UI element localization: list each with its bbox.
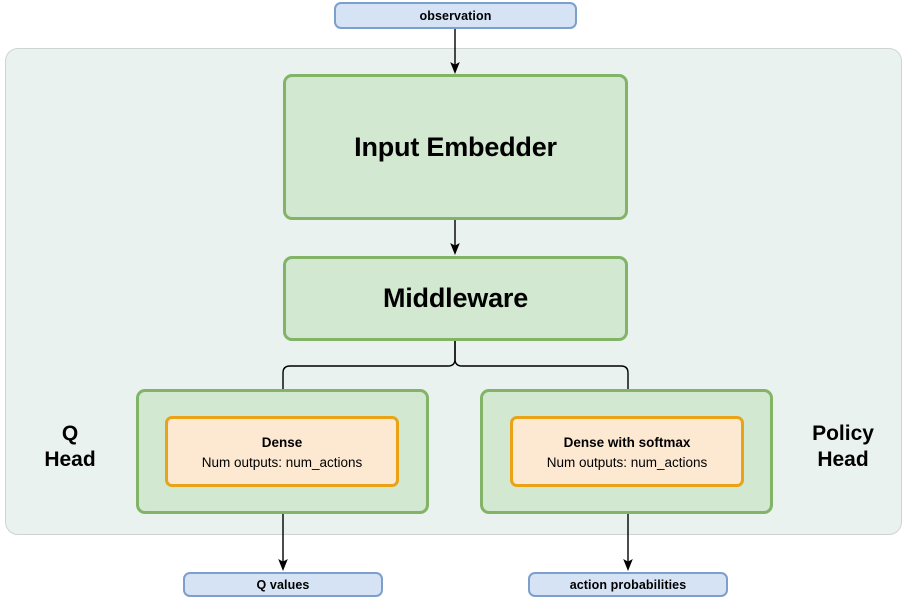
- head-caption-policy: Policy Head: [788, 418, 898, 476]
- io-box-q-values[interactable]: Q values: [183, 572, 383, 597]
- io-box-observation-label: observation: [419, 8, 492, 23]
- dense-box-policy-title: Dense with softmax: [563, 434, 691, 450]
- module-input-embedder-label: Input Embedder: [354, 131, 557, 162]
- dense-box-policy-subtitle: Num outputs: num_actions: [546, 454, 708, 470]
- io-box-q-values-label: Q values: [256, 577, 310, 592]
- module-input-embedder[interactable]: Input Embedder: [283, 74, 628, 220]
- io-box-action-probabilities-label: action probabilities: [569, 577, 687, 592]
- head-caption-q-label: Q Head: [44, 422, 96, 471]
- dense-box-q-subtitle: Num outputs: num_actions: [201, 454, 363, 470]
- io-box-observation[interactable]: observation: [334, 2, 577, 29]
- head-caption-q: Q Head: [18, 418, 122, 476]
- dense-box-q[interactable]: Dense Num outputs: num_actions: [165, 416, 399, 487]
- module-middleware[interactable]: Middleware: [283, 256, 628, 341]
- dense-box-q-title: Dense: [261, 434, 303, 450]
- head-caption-policy-label: Policy Head: [812, 422, 874, 471]
- dense-box-policy[interactable]: Dense with softmax Num outputs: num_acti…: [510, 416, 744, 487]
- module-middleware-label: Middleware: [382, 283, 529, 313]
- io-box-action-probabilities[interactable]: action probabilities: [528, 572, 728, 597]
